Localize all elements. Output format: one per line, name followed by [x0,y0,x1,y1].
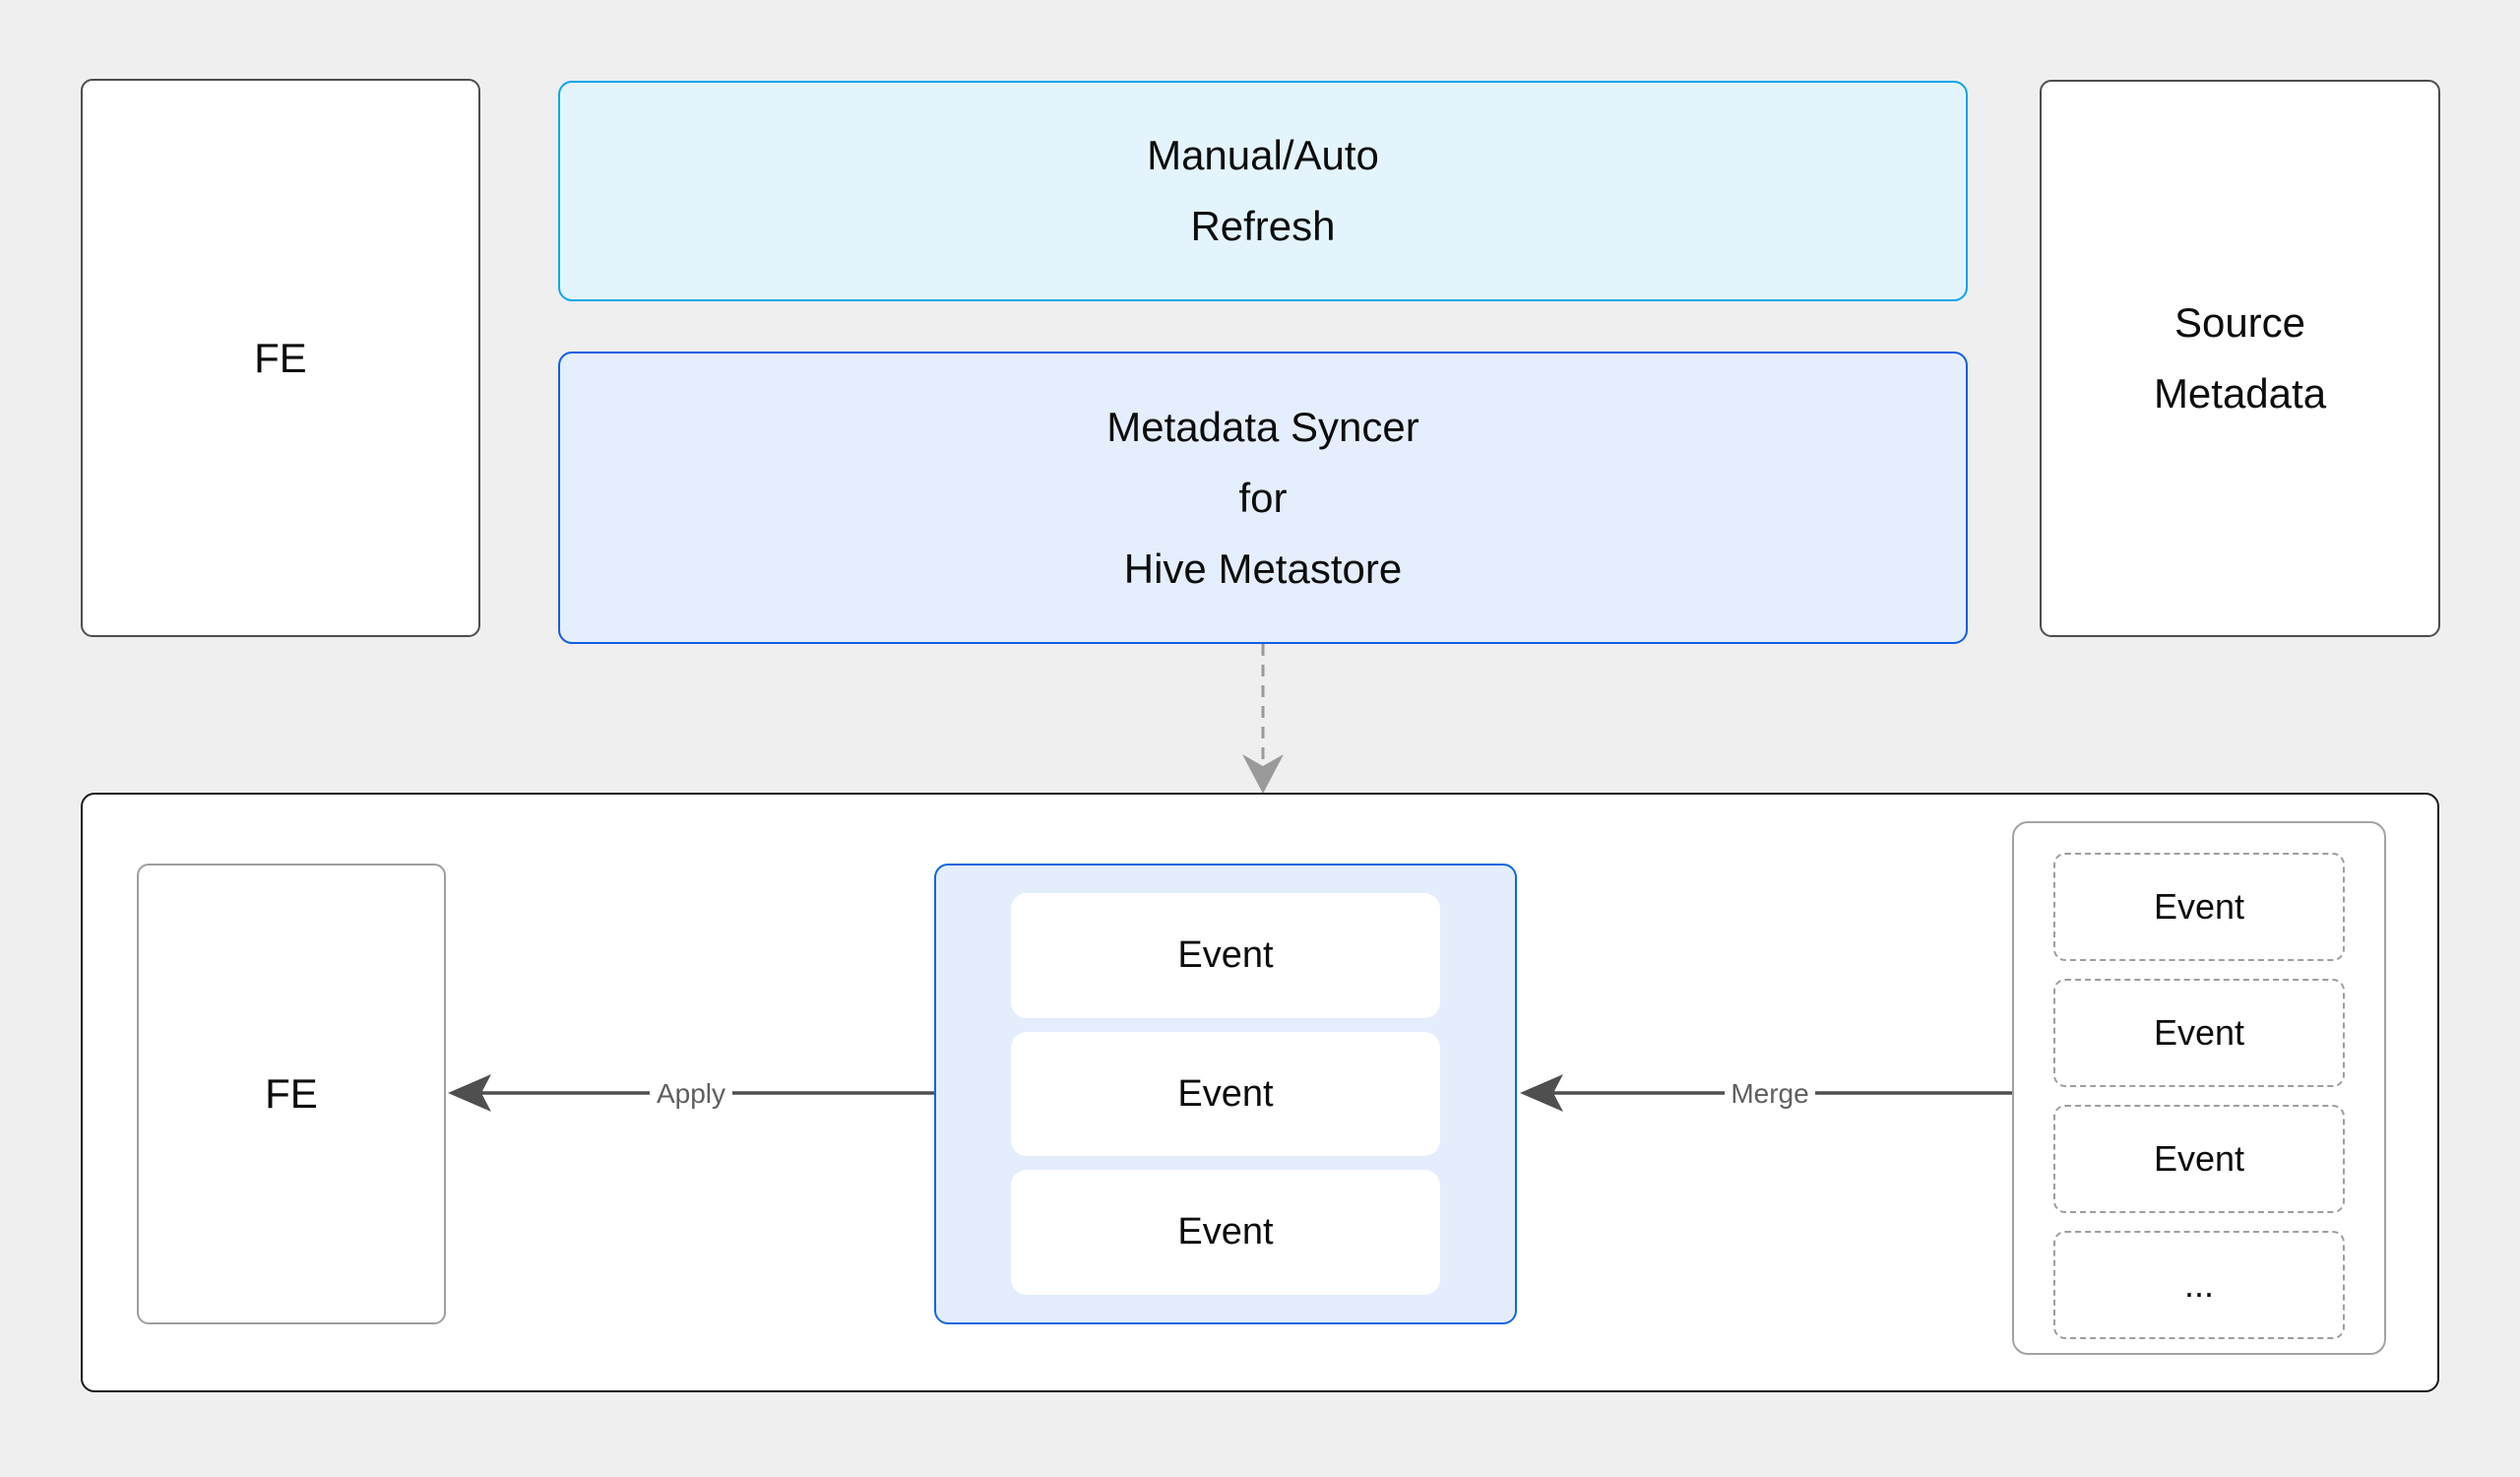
apply-arrow-label: Apply [657,1078,725,1109]
fe-node-top: FE [81,79,480,637]
manual-auto-refresh-box: Manual/Auto Refresh [558,81,1968,301]
fe-node-bottom-label: FE [265,1070,318,1117]
syncer-line-1: Metadata Syncer [1106,403,1419,450]
manual-auto-refresh-text: Manual/Auto Refresh [1147,120,1379,262]
source-metadata-box: Source Metadata [2040,80,2440,637]
pending-event-3: Event [2053,1105,2345,1213]
source-line-1: Source [2174,299,2306,346]
metadata-syncer-box: Metadata Syncer for Hive Metastore [558,352,1968,644]
dashed-down-arrow [1242,644,1284,794]
fe-node-bottom: FE [137,864,446,1324]
apply-arrow: Apply [448,1074,934,1112]
pending-event-ellipsis: ... [2053,1231,2345,1339]
event-queue-box: Event Event Event [934,864,1517,1324]
refresh-line-2: Refresh [1190,203,1336,249]
refresh-line-1: Manual/Auto [1147,132,1379,178]
queue-event-3: Event [1011,1170,1440,1296]
pending-event-2: Event [2053,979,2345,1087]
metadata-syncer-text: Metadata Syncer for Hive Metastore [1106,392,1419,605]
source-metadata-text: Source Metadata [2154,288,2326,429]
merge-arrow-label: Merge [1731,1078,1808,1109]
queue-event-1: Event [1011,893,1440,1018]
queue-event-2: Event [1011,1031,1440,1157]
merge-arrow: Merge [1520,1074,2012,1112]
pending-event-1: Event [2053,853,2345,961]
syncer-line-2: for [1238,474,1288,521]
fe-node-top-label: FE [254,334,307,381]
event-processing-container: FE Event Event Event Event Event Event .… [81,793,2439,1392]
source-line-2: Metadata [2153,370,2327,417]
pending-events-box: Event Event Event ... [2012,821,2386,1355]
syncer-line-3: Hive Metastore [1123,545,1403,592]
